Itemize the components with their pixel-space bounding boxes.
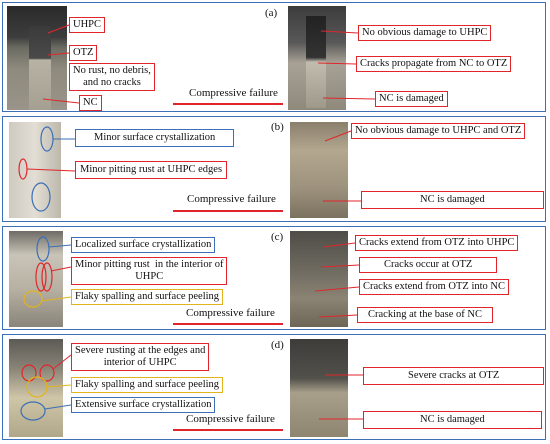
label-otz: OTZ bbox=[69, 45, 98, 61]
panel-label-b: (b) bbox=[271, 121, 284, 133]
label-extensive-crystallization: Extensive surface crystallization bbox=[71, 397, 216, 413]
label-severe-rusting: Severe rusting at the edges and interior… bbox=[71, 343, 210, 371]
photo-c-after bbox=[290, 231, 348, 327]
photo-d-before bbox=[9, 339, 63, 437]
panel-c: Localized surface crystallization Minor … bbox=[2, 226, 546, 330]
label-a-cracks: Cracks propagate from NC to OTZ bbox=[356, 56, 512, 72]
label-minor-crystallization: Minor surface crystallization bbox=[75, 129, 235, 147]
arrow-c bbox=[173, 323, 283, 325]
label-b-no-damage: No obvious damage to UHPC and OTZ bbox=[351, 123, 526, 139]
panel-label-d: (d) bbox=[271, 339, 284, 351]
photo-d-after bbox=[290, 339, 348, 437]
leader-lines-b bbox=[18, 126, 361, 212]
leader-lines-a bbox=[42, 24, 376, 104]
label-b-nc-damaged: NC is damaged bbox=[361, 191, 544, 209]
photo-a-after bbox=[288, 6, 346, 110]
caption-c: Compressive failure bbox=[186, 307, 275, 319]
label-d-flaky-spalling: Flaky spalling and surface peeling bbox=[71, 377, 224, 393]
label-d-severe-cracks: Severe cracks at OTZ bbox=[363, 367, 545, 385]
label-minor-pitting: Minor pitting rust at UHPC edges bbox=[75, 161, 228, 179]
label-uhpc: UHPC bbox=[69, 17, 106, 33]
label-c-cracks-nc: Cracks extend from OTZ into NC bbox=[359, 279, 510, 295]
arrow-a bbox=[173, 103, 283, 105]
arrow-d bbox=[173, 429, 283, 431]
caption-b: Compressive failure bbox=[187, 193, 276, 205]
caption-d: Compressive failure bbox=[186, 413, 275, 425]
label-c-cracks-uhpc: Cracks extend from OTZ into UHPC bbox=[355, 235, 519, 251]
label-nc: NC bbox=[79, 95, 102, 111]
leader-lines-d bbox=[20, 354, 363, 421]
label-a-no-damage: No obvious damage to UHPC bbox=[358, 25, 492, 41]
panel-d: Severe rusting at the edges and interior… bbox=[2, 334, 546, 440]
label-d-nc-damaged: NC is damaged bbox=[363, 411, 542, 429]
label-c-cracking-base: Cracking at the base of NC bbox=[357, 307, 494, 323]
panel-a: UHPC OTZ No rust, no debris, and no crac… bbox=[2, 2, 546, 112]
label-c-minor-pitting: Minor pitting rust in the interior of UH… bbox=[71, 257, 228, 285]
leader-lines-c bbox=[23, 236, 360, 318]
label-c-cracks-otz: Cracks occur at OTZ bbox=[359, 257, 498, 273]
photo-b-after bbox=[290, 122, 348, 218]
panel-b: Minor surface crystallization Minor pitt… bbox=[2, 116, 546, 222]
panel-label-a: (a) bbox=[265, 7, 278, 19]
label-c-flaky-spalling: Flaky spalling and surface peeling bbox=[71, 289, 224, 305]
caption-a: Compressive failure bbox=[189, 87, 278, 99]
arrow-b bbox=[173, 210, 283, 212]
label-a-nc-damaged: NC is damaged bbox=[375, 91, 448, 107]
panel-label-c: (c) bbox=[271, 231, 284, 243]
label-localized-crystallization: Localized surface crystallization bbox=[71, 237, 216, 253]
photo-a-before bbox=[7, 6, 67, 110]
label-no-rust: No rust, no debris, and no cracks bbox=[69, 63, 155, 91]
